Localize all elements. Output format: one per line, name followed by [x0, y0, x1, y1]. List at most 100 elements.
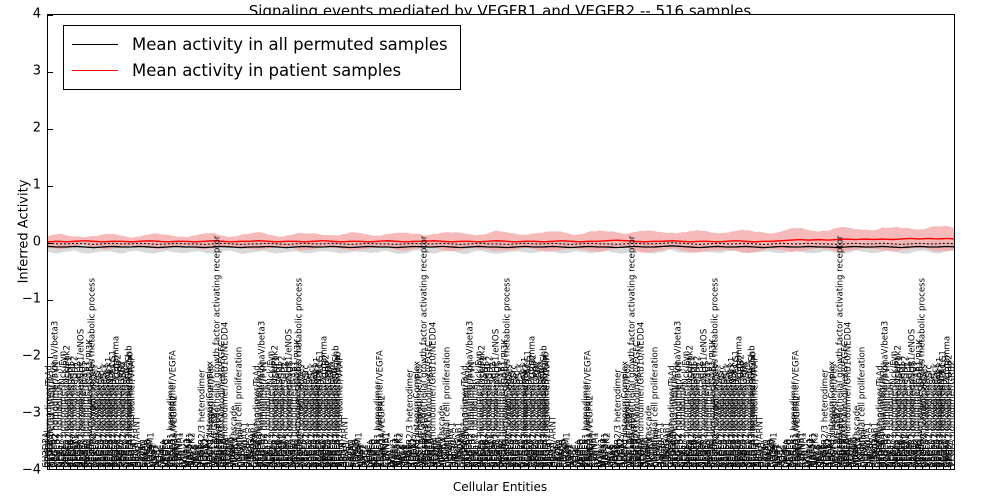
y-tick-label: −1 [21, 291, 41, 307]
x-tick-mark [689, 465, 691, 469]
x-tick-mark [872, 465, 874, 469]
x-tick-mark [337, 465, 339, 469]
x-tick-mark [112, 465, 114, 469]
x-tick-mark [62, 465, 64, 469]
x-tick-mark [802, 465, 804, 469]
x-tick-mark [302, 465, 304, 469]
x-tick-mark [513, 465, 515, 469]
x-tick-mark [400, 465, 402, 469]
x-tick-mark [682, 465, 684, 469]
y-tick-mark [48, 129, 53, 130]
x-tick-mark [492, 465, 494, 469]
x-tick-mark [414, 465, 416, 469]
x-tick-mark [787, 465, 789, 469]
x-tick-mark [654, 465, 656, 469]
y-tick-label: 1 [32, 177, 41, 193]
x-tick-mark [738, 465, 740, 469]
x-tick-mark [626, 465, 628, 469]
x-tick-mark [443, 465, 445, 469]
x-tick-mark [914, 465, 916, 469]
y-tick-label: 2 [32, 120, 41, 136]
x-tick-mark [464, 465, 466, 469]
x-tick-mark [478, 465, 480, 469]
x-tick-mark [288, 465, 290, 469]
x-tick-mark [633, 465, 635, 469]
x-tick-mark [372, 465, 374, 469]
x-tick-mark [365, 465, 367, 469]
y-tick-mark [48, 414, 53, 415]
x-tick-mark [823, 465, 825, 469]
line-permuted [48, 245, 954, 249]
x-tick-mark [245, 465, 247, 469]
y-tick-mark [48, 186, 53, 187]
x-axis-title: Cellular Entities [452, 480, 548, 494]
x-tick-mark [816, 465, 818, 469]
y-tick-label: 3 [32, 63, 41, 79]
x-tick-mark [379, 465, 381, 469]
x-tick-mark [858, 465, 860, 469]
x-tick-mark [907, 465, 909, 469]
x-tick-mark [330, 465, 332, 469]
x-tick-mark [745, 465, 747, 469]
x-tick-mark [407, 465, 409, 469]
y-tick-mark [48, 357, 53, 358]
x-tick-mark [274, 465, 276, 469]
y-axis-title: Inferred Activity [16, 179, 32, 284]
x-tick-mark [98, 465, 100, 469]
x-tick-mark [661, 465, 663, 469]
legend-entry-patient: Mean activity in patient samples [72, 57, 448, 83]
x-tick-mark [260, 465, 262, 469]
x-tick-mark [210, 465, 212, 469]
x-tick-mark [182, 465, 184, 469]
x-tick-mark [935, 465, 937, 469]
x-tick-mark [140, 465, 142, 469]
x-tick-mark [217, 465, 219, 469]
x-tick-mark [175, 465, 177, 469]
y-tick-mark [48, 72, 53, 73]
plot-area [47, 14, 955, 470]
x-tick-mark [506, 465, 508, 469]
x-tick-mark [886, 465, 888, 469]
x-tick-mark [323, 465, 325, 469]
y-tick-label: 0 [32, 234, 41, 250]
series-lines [48, 237, 954, 249]
x-tick-mark [851, 465, 853, 469]
x-tick-mark [457, 465, 459, 469]
band-patient [48, 225, 954, 253]
x-tick-mark [267, 465, 269, 469]
x-tick-mark [203, 465, 205, 469]
x-tick-mark [766, 465, 768, 469]
x-tick-mark [921, 465, 923, 469]
x-tick-mark [55, 465, 57, 469]
x-tick-mark [640, 465, 642, 469]
x-tick-mark [548, 465, 550, 469]
x-tick-mark [161, 465, 163, 469]
x-tick-mark [752, 465, 754, 469]
line-permuted-dashed [48, 242, 954, 245]
x-tick-mark [386, 465, 388, 469]
x-tick-mark [119, 465, 121, 469]
x-tick-mark [69, 465, 71, 469]
x-tick-mark [84, 465, 86, 469]
x-tick-mark [77, 465, 79, 469]
x-tick-mark [393, 465, 395, 469]
x-tick-mark [949, 465, 951, 469]
y-tick-mark [48, 243, 53, 244]
x-tick-mark [611, 465, 613, 469]
x-tick-mark [189, 465, 191, 469]
line-patient [48, 237, 954, 243]
x-tick-mark [238, 465, 240, 469]
x-tick-mark [499, 465, 501, 469]
x-tick-mark [731, 465, 733, 469]
x-tick-mark [295, 465, 297, 469]
x-tick-mark [865, 465, 867, 469]
x-tick-mark [527, 465, 529, 469]
x-tick-mark [421, 465, 423, 469]
x-tick-mark [48, 465, 50, 469]
x-tick-mark [717, 465, 719, 469]
y-tick-mark [48, 15, 53, 16]
x-tick-mark [794, 465, 796, 469]
x-tick-mark [196, 465, 198, 469]
y-tick-label: 4 [32, 6, 41, 22]
x-tick-mark [485, 465, 487, 469]
